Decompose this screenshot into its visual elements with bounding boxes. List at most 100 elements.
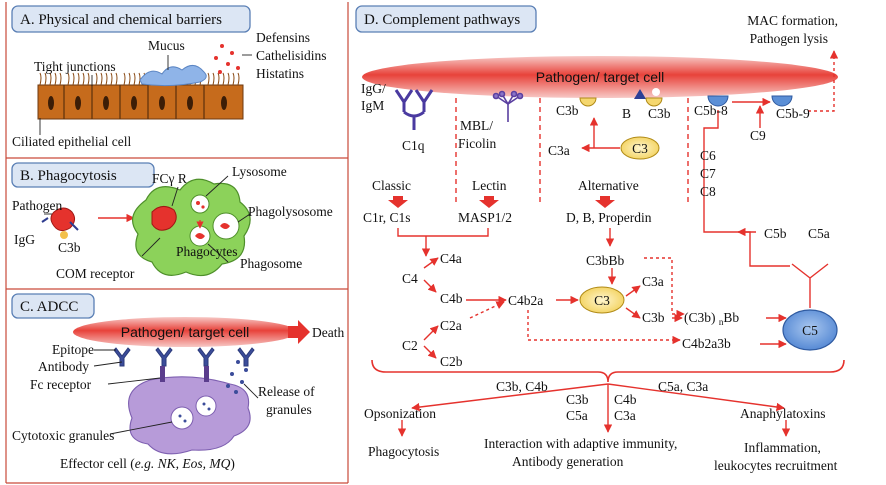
label-antibody-generation: Antibody generation: [512, 454, 624, 469]
epithelial-cells: [37, 72, 244, 120]
label-b: B: [622, 106, 631, 121]
panel-c-pointers: [93, 349, 259, 435]
label-phagocytes: Phagocytes: [176, 244, 238, 259]
bottom-bracket: [371, 359, 845, 383]
label-c4b2a3b: C4b2a3b: [682, 336, 731, 351]
label-histatins: Histatins: [256, 66, 304, 81]
classic-lectin-flow: [397, 227, 829, 359]
pathogen-cell-c: [73, 317, 297, 347]
label-masp: MASP1/2: [458, 210, 512, 225]
label-c3b-d2: C3b: [648, 106, 671, 121]
label-igm: IgM: [361, 98, 384, 113]
c3-top-arrows: [581, 117, 620, 153]
defensin-dots: [214, 44, 240, 74]
pathogen-cell-d: [362, 56, 838, 98]
label-phagolysosome: Phagolysosome: [248, 204, 333, 219]
panel-a-header: A. Physical and chemical barriers: [20, 12, 222, 28]
label-br-c3b-c4b: C3b, C4b: [496, 379, 548, 394]
label-c1q: C1q: [402, 138, 425, 153]
panel-d-header-box: [355, 5, 537, 33]
label-c2a: C2a: [440, 318, 462, 333]
label-mid-c3a: C3a: [614, 408, 636, 423]
label-inflammation: Inflammation,: [744, 440, 821, 455]
c5-node: [782, 309, 838, 351]
label-c4: C4: [402, 271, 418, 286]
label-pathogen-b: Pathogen: [12, 198, 62, 213]
label-c8: C8: [700, 184, 716, 199]
label-c5: C5: [802, 323, 818, 338]
panel-a: A. Physical and chemical barriers: [11, 5, 327, 149]
label-mbl: MBL/: [460, 118, 493, 133]
label-ciliated-cell: Ciliated epithelial cell: [12, 134, 131, 149]
label-c6: C6: [700, 148, 716, 163]
phagocyte-inner: [151, 194, 240, 247]
fc-receptors: [160, 366, 209, 382]
label-antibody: Antibody: [38, 359, 89, 374]
label-mid-c5a: C5a: [566, 408, 588, 423]
label-c3a-mid: C3a: [642, 274, 664, 289]
label-lysosome: Lysosome: [232, 164, 287, 179]
released-granules: [226, 360, 248, 394]
adcc-antibodies: [113, 347, 255, 367]
panel-borders: [5, 2, 349, 484]
label-c4b: C4b: [440, 291, 463, 306]
label-c2b: C2b: [440, 354, 463, 369]
label-c2: C2: [402, 338, 418, 353]
label-c5b9: C5b-9: [776, 106, 810, 121]
label-cathelisidins: Cathelisidins: [256, 48, 327, 63]
mucus-blob: [139, 65, 207, 87]
label-cytotoxic-granules: Cytotoxic granules: [12, 428, 114, 443]
label-interaction: Interaction with adaptive immunity,: [484, 436, 677, 451]
label-igg-d: IgG/: [361, 81, 386, 96]
c3b-binders: [579, 88, 663, 107]
label-br-c5a-c3a: C5a, C3a: [658, 379, 708, 394]
label-c7: C7: [700, 166, 716, 181]
label-anaphylatoxins: Anaphylatoxins: [740, 406, 826, 421]
c3-node-mid: [579, 286, 625, 314]
label-classic: Classic: [372, 178, 411, 193]
panel-c-header: C. ADCC: [20, 299, 78, 315]
label-c3bbb: C3bBb: [586, 253, 625, 268]
label-defensins: Defensins: [256, 30, 310, 45]
label-c3a-top: C3a: [548, 143, 570, 158]
label-c9: C9: [750, 128, 766, 143]
mac-binders: [707, 95, 793, 107]
panel-a-pointers: [39, 54, 252, 135]
pathogen-cell-d-label: Pathogen/ target cell: [536, 69, 664, 85]
label-leukocytes-recruitment: leukocytes recruitment: [714, 458, 838, 473]
panel-d: D. Complement pathways MAC formation, Pa…: [355, 5, 845, 473]
label-release-1: Release of: [258, 384, 315, 399]
panel-b-pointers: [44, 175, 251, 263]
label-c3-top: C3: [632, 141, 648, 156]
label-dbp: D, B, Properdin: [566, 210, 652, 225]
label-alternative: Alternative: [578, 178, 639, 193]
label-opsonization: Opsonization: [364, 406, 436, 421]
panel-d-header: D. Complement pathways: [364, 12, 520, 28]
pathogen-b: [41, 207, 79, 239]
label-mid-c3b: C3b: [566, 392, 589, 407]
label-c4b2a: C4b2a: [508, 293, 543, 308]
label-tight-junctions: Tight junctions: [34, 59, 116, 74]
label-c5a: C5a: [808, 226, 830, 241]
label-effector-cell: Effector cell (e.g. NK, Eos, MQ): [60, 456, 235, 471]
label-c3b-b: C3b: [58, 240, 81, 255]
mbl-complex: [492, 90, 524, 122]
label-phagocytosis: Phagocytosis: [368, 444, 439, 459]
label-c3bnbb: (C3b) nBb: [684, 310, 739, 327]
panel-c-header-box: [11, 293, 95, 319]
cytotoxic-granules: [170, 395, 217, 430]
label-mac-1: MAC formation,: [747, 13, 838, 28]
label-igg-b: IgG: [14, 232, 35, 247]
label-c1r-c1s: C1r, C1s: [363, 210, 410, 225]
label-c3b-mid: C3b: [642, 310, 665, 325]
label-death: Death: [312, 325, 344, 340]
panel-c: C. ADCC Pathogen/ target cell Death: [11, 293, 344, 471]
phagocyte-cell: [131, 178, 251, 277]
label-com-receptor: COM receptor: [56, 266, 135, 281]
label-release-2: granules: [266, 402, 312, 417]
panel-b: B. Phagocytosis: [11, 162, 333, 281]
panel-a-header-box: [11, 5, 251, 33]
label-mac-2: Pathogen lysis: [750, 31, 828, 46]
label-c5b8: C5b-8: [694, 103, 728, 118]
